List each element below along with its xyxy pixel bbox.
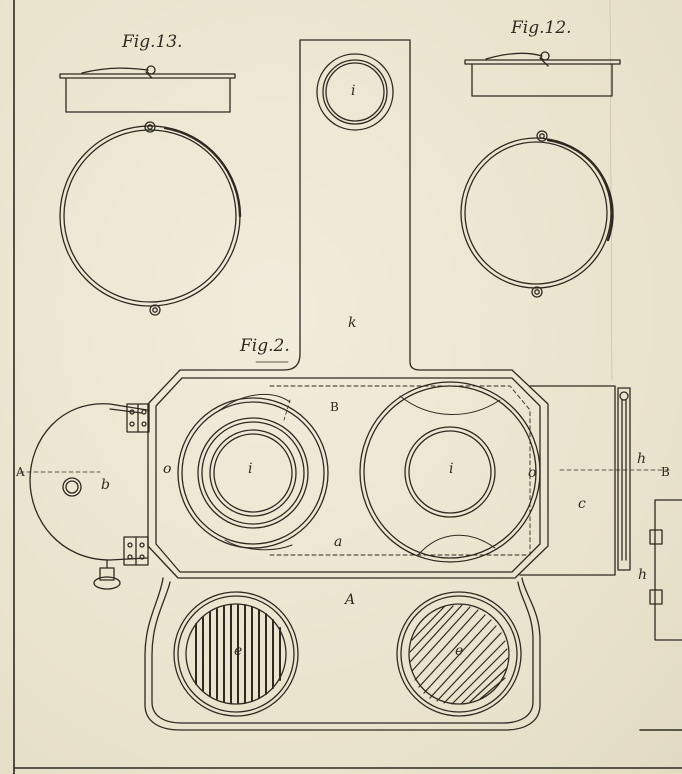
fig13-label: Fig.13.: [122, 32, 183, 52]
fig2-label: Fig.2.: [240, 336, 290, 356]
firebox-lower: [144, 577, 541, 731]
label-o-left: o: [163, 461, 172, 477]
hidden-compartment-dashes: [269, 385, 531, 556]
fig13-ring-top-view: [59, 121, 242, 316]
label-B-inner: B: [330, 400, 339, 414]
fig13-pan-side-view: [59, 65, 236, 113]
label-h-bottom: h: [638, 567, 648, 583]
label-A-section-left: A: [16, 465, 25, 479]
fig12-label: Fig.12.: [511, 18, 572, 38]
side-extension: [519, 385, 682, 731]
label-i-flue: i: [351, 83, 356, 99]
oven-door: [19, 403, 150, 590]
right-burner: [359, 381, 541, 563]
grate-right: [396, 591, 522, 717]
label-i-left-burner: i: [248, 461, 253, 477]
fig12-ring-top-view: [460, 130, 614, 298]
grate-left: [173, 591, 299, 717]
label-i-right-burner: i: [449, 461, 454, 477]
label-e-left-grate: e: [234, 643, 243, 659]
label-e-right-grate: e: [455, 643, 464, 659]
label-b-door: b: [101, 477, 110, 493]
label-h-top: h: [637, 451, 647, 467]
plate-border: [13, 0, 682, 774]
label-k: k: [348, 315, 357, 331]
label-a: a: [334, 534, 343, 550]
flue-opening-top: [316, 53, 394, 131]
fig12-pan-side-view: [464, 51, 621, 97]
label-o-right: o: [528, 465, 537, 481]
stove-body-outline: [147, 39, 549, 579]
label-c-extension: c: [578, 496, 586, 512]
label-A-firebox: A: [345, 592, 356, 608]
left-burner: [177, 394, 329, 551]
label-B-section-right: B: [661, 465, 670, 479]
